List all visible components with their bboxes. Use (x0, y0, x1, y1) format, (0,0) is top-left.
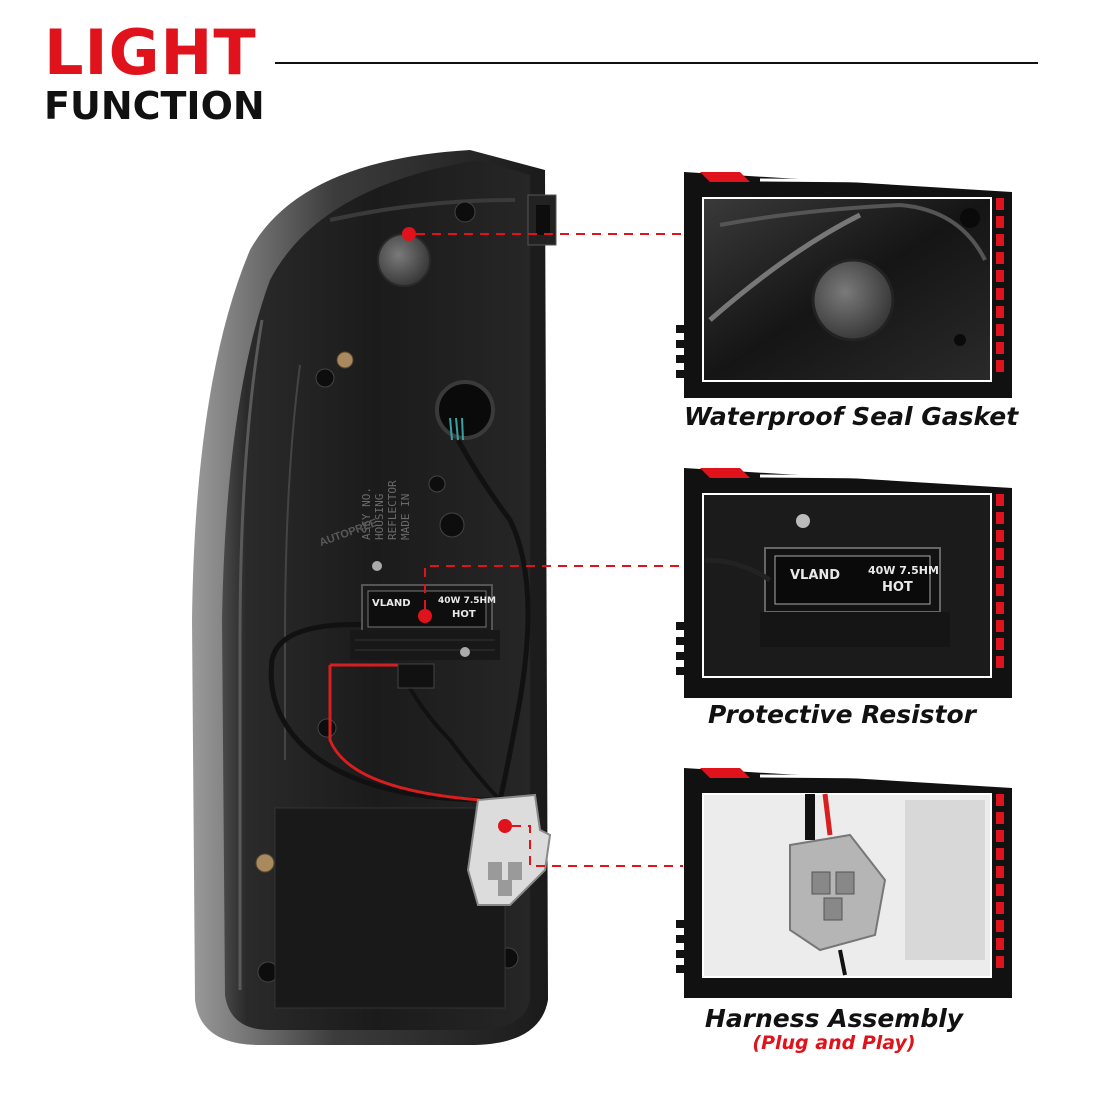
detail-resistor-brand-label: VLAND (790, 568, 841, 583)
callout-leader-lines (416, 233, 683, 867)
caption-harness-assembly: Harness Assembly (704, 1004, 964, 1033)
resistor-brand-label: VLAND (372, 598, 411, 609)
inline-connector (397, 663, 435, 689)
gasket-callout-dot (402, 227, 416, 241)
svg-text:ASSY NO.: ASSY NO. (360, 487, 373, 540)
title-divider (275, 62, 1038, 64)
svg-text:HOUSING: HOUSING (373, 494, 386, 540)
resistor-rating-label: 40W 7.5HM (438, 596, 497, 606)
harness-callout-dot (498, 819, 512, 833)
detail-panel-gasket (676, 172, 1012, 398)
svg-text:MADE IN: MADE IN (399, 494, 412, 540)
detail-resistor-warning-label: HOT (882, 580, 913, 595)
wiring-harness (268, 417, 531, 803)
detail-panel-resistor (676, 468, 1012, 698)
harness-plug (466, 793, 552, 906)
caption-plug-and-play: (Plug and Play) (752, 1032, 916, 1054)
title-function: FUNCTION (44, 84, 265, 128)
resistor-module (350, 561, 500, 660)
caption-waterproof-seal-gasket: Waterproof Seal Gasket (684, 402, 1019, 431)
resistor-warning-label: HOT (452, 609, 476, 620)
embossed-markings: ASSY NO. HOUSING REFLECTOR MADE IN (360, 480, 412, 540)
svg-text:REFLECTOR: REFLECTOR (386, 480, 399, 540)
detail-panel-harness (676, 768, 1012, 998)
caption-protective-resistor: Protective Resistor (707, 700, 976, 729)
detail-resistor-rating-label: 40W 7.5HM (868, 564, 939, 577)
resistor-callout-dot (418, 609, 432, 623)
title-light: LIGHT (44, 16, 257, 89)
